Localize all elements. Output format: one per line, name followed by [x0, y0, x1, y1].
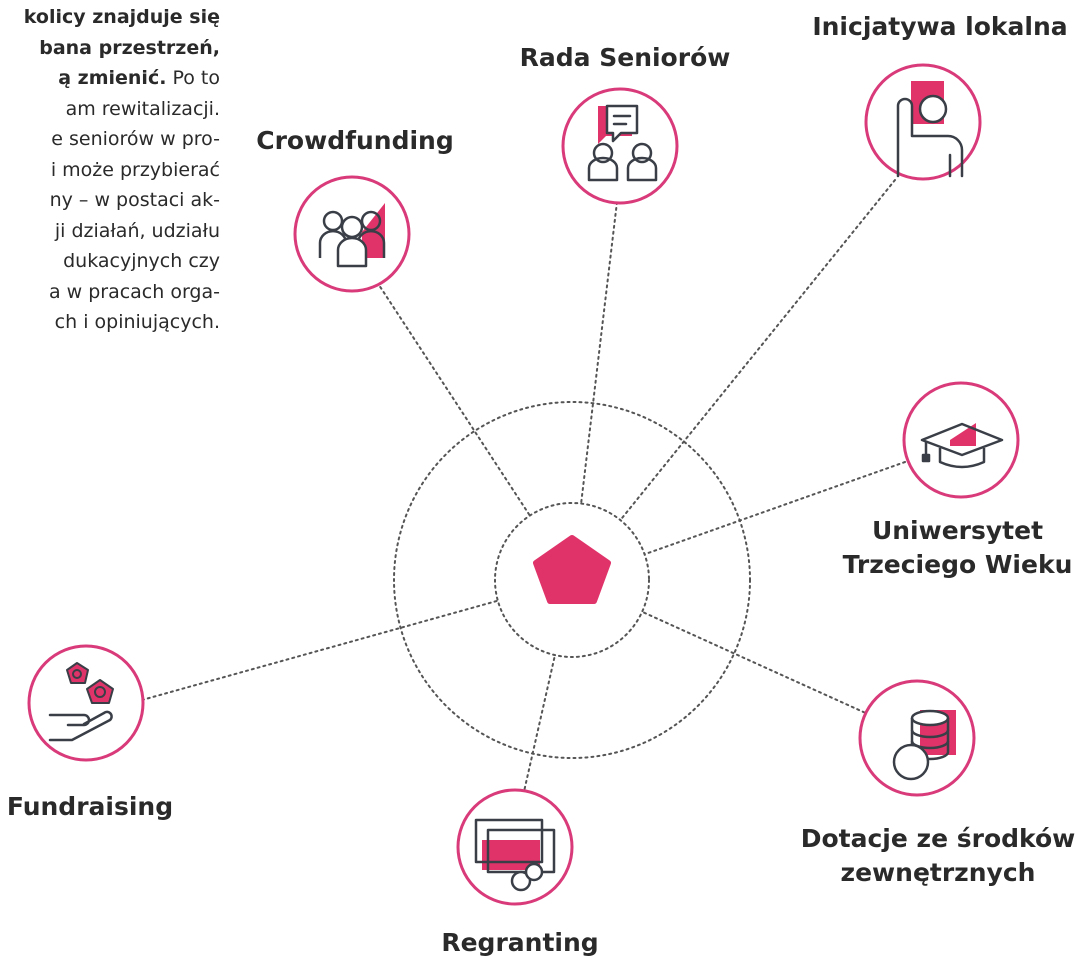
label-crowdfunding: Crowdfunding: [256, 126, 454, 155]
seniors-discussion-icon: [587, 104, 658, 182]
paragraph-line: a w pracach orga-: [48, 280, 220, 303]
graduation-cap-icon: [920, 422, 1004, 469]
connector-lines: [141, 179, 906, 819]
paragraph-line: dukacyjnych czy: [63, 250, 220, 272]
label-regranting: Regranting: [441, 928, 599, 957]
node-inicjatywa-lokalna: [864, 63, 982, 181]
node-crowdfunding: [293, 175, 411, 293]
outer-dotted-ring: [393, 401, 751, 759]
node-fundraising: [27, 644, 145, 762]
label-fundraising: Fundraising: [6, 792, 174, 821]
raised-hand-person-icon: [896, 81, 964, 178]
paragraph-line: ą zmienić. Po to: [58, 67, 220, 89]
pentagon-icon: [533, 535, 611, 604]
paragraph-line: ji działań, udziału: [54, 219, 220, 242]
cards-and-coins-icon: [474, 818, 556, 892]
paragraph-line: e seniorów w pro-: [51, 128, 220, 150]
connector-inicjatywa-lokalna: [571, 179, 896, 581]
label-dotacje: Dotacje ze środków zewnętrznych: [800, 824, 1076, 887]
paragraph-line: am rewitalizacji.: [65, 97, 220, 120]
paragraph-line: ny – w postaci ak-: [49, 189, 220, 211]
node-rada-seniorow: [561, 87, 679, 205]
node-dotacje: [858, 679, 976, 797]
group-of-people-icon: [318, 203, 386, 268]
node-regranting: [456, 788, 574, 906]
paragraph-line: kolicy znajduje się: [23, 6, 220, 28]
paragraph-line: bana przestrzeń,: [39, 36, 220, 59]
coin-stack-icon: [892, 709, 956, 781]
label-uniwersytet: Uniwersytet Trzeciego Wieku: [842, 516, 1073, 579]
paragraph-line: i może przybierać: [50, 158, 220, 181]
node-uniwersytet: [902, 381, 1020, 499]
intro-paragraph: kolicy znajduje się bana przestrzeń, ą z…: [24, 2, 220, 338]
label-inicjatywa-lokalna: Inicjatywa lokalna: [812, 12, 1068, 41]
label-rada-seniorow: Rada Seniorów: [519, 43, 731, 72]
paragraph-line: ch i opiniujących.: [54, 311, 220, 333]
hand-with-coins-icon: [48, 662, 114, 742]
